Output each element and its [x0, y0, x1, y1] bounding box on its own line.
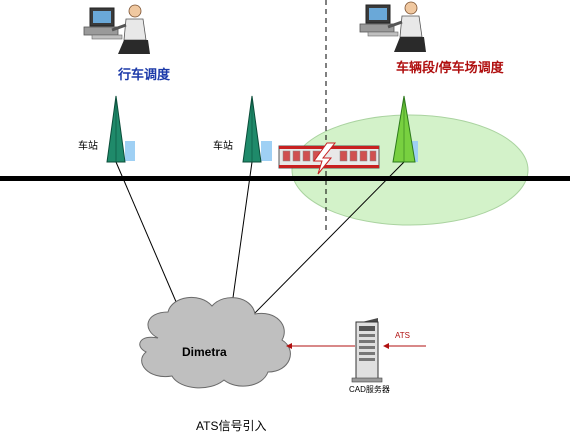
- depot-station: [392, 95, 418, 163]
- depot-coverage-ellipse: [291, 114, 529, 226]
- ats-signal-label: ATS: [395, 331, 410, 340]
- dispatch-right-label: 车辆段/停车场调度: [396, 60, 505, 75]
- link-line-station-2: [230, 161, 253, 313]
- train-icon: [278, 142, 380, 175]
- operator-workstation-right-icon: [359, 1, 426, 52]
- track-rail: [0, 176, 570, 181]
- station-1: 车站: [78, 95, 135, 163]
- cad-server-label: CAD服务器: [349, 384, 390, 394]
- operator-workstation-left-icon: [83, 4, 150, 54]
- cad-server-icon: [351, 318, 383, 383]
- arrow-to-cloud-icon: [286, 343, 292, 349]
- station-2-block: [261, 141, 272, 161]
- dimetra-cloud: Dimetra: [139, 297, 291, 389]
- caption-label: ATS信号引入: [196, 419, 266, 433]
- station-2-label: 车站: [213, 139, 233, 152]
- station-1-label: 车站: [78, 139, 98, 152]
- station-2: 车站: [213, 95, 272, 163]
- dispatch-left-label: 行车调度: [117, 67, 171, 82]
- station-1-block: [125, 141, 135, 161]
- link-line-depot: [249, 161, 405, 319]
- dimetra-label: Dimetra: [182, 345, 227, 359]
- arrow-to-server-icon: [383, 343, 389, 349]
- link-line-station-1: [115, 161, 184, 319]
